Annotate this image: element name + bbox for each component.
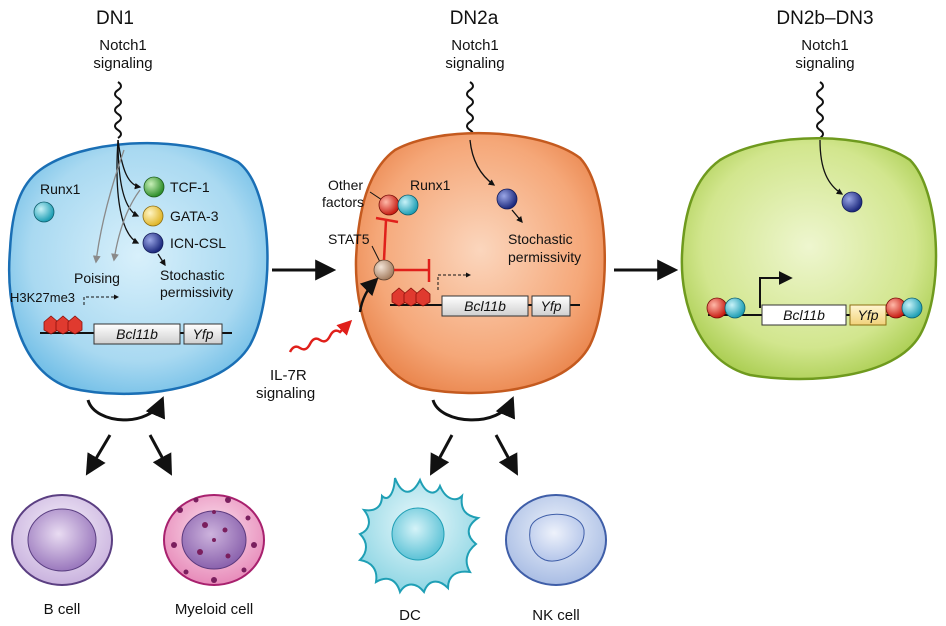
dn2a-yfp-label: Yfp [540,298,561,314]
notch-arrow-icn [116,139,140,244]
dn3-cell [680,137,938,381]
dn3-yfp-gene [849,304,887,326]
dn2a-to-dc-arrow [430,434,454,476]
dn1-to-bcell-arrow [85,434,112,476]
other-label: Other [328,177,363,193]
stage-title-dn1: DN1 [96,8,134,29]
icn-csl-dot-dn2a [496,188,518,210]
poising-arrow-2 [111,189,141,262]
notch-wave-dn2a [466,81,474,139]
dn3-bcl11b-label: Bcl11b [783,307,825,323]
dn2a-cell [354,131,606,395]
nk-cell-label: NK cell [532,607,580,624]
notch-label-dn3-line1: Notch1 [801,37,849,54]
factors-label: factors [322,194,364,210]
dn3-transcription-arrow [759,271,793,308]
tcf1-label: TCF-1 [170,179,210,195]
il7r-label-line2: signaling [256,385,315,402]
notch-arrow-dn3 [819,139,844,195]
il7r-to-stat5-arrow [358,277,379,313]
other-factors-dot [378,194,400,216]
gata3-label: GATA-3 [170,208,219,224]
stage-title-dn2b-dn3: DN2b–DN3 [776,8,873,29]
runx1-dot-dn1 [33,201,55,223]
inhibit-bar-other [375,216,399,224]
icn-csl-label: ICN-CSL [170,235,226,251]
notch-label-dn1-line2: signaling [93,55,152,72]
dn2a-bcl11b-gene [441,295,529,317]
dn2a-self-renewal-arrow [431,396,515,422]
dn1-dashed-arrow [83,294,119,305]
runx1-label-dn2a: Runx1 [410,177,451,193]
runx1-dot-dn2a [397,194,419,216]
dn3-yfp-label: Yfp [857,307,878,323]
stat5-dot [373,259,395,281]
dn3-other-factors-left [706,297,728,319]
other-factors-leader [369,191,383,201]
notch-label-dn2a-line2: signaling [445,55,504,72]
icn-to-stochastic-arrow [157,253,166,267]
notch-arrow-tcf1 [117,139,142,190]
b-cell-nucleus [27,508,97,572]
notch-label-dn2a-line1: Notch1 [451,37,499,54]
permissivity-label-dn2a: permissivity [508,249,581,265]
dn2a-yfp-gene [531,295,571,317]
poising-label: Poising [74,270,120,286]
stage-title-dn2a: DN2a [450,8,499,29]
icn-csl-dot-dn3 [841,191,863,213]
il7r-wave [288,319,353,353]
gata3-dot [142,205,164,227]
dn3-runx1-left [724,297,746,319]
dn2a-h3k27me3-marks [391,287,431,307]
dn3-runx1-right [901,297,923,319]
dn2a-to-stochastic-arrow [511,209,523,223]
permissivity-label-dn1: permissivity [160,284,233,300]
stat5-inhibits-other-factors [382,219,388,261]
notch-wave-dn1 [114,81,122,139]
dn3-bcl11b-gene [761,304,847,326]
stochastic-label-dn2a: Stochastic [508,231,573,247]
il7r-label-line1: IL-7R [270,367,307,384]
notch-wave-dn3 [816,81,824,139]
stochastic-label-dn1: Stochastic [160,267,225,283]
tcf1-dot [143,176,165,198]
nk-cell-nucleus [529,513,585,562]
poising-arrow-1 [92,149,125,264]
dn1-yfp-label: Yfp [192,326,213,342]
b-cell-label: B cell [44,601,81,618]
h3k27me3-label: H3K27me3 [10,290,75,305]
dn1-to-myeloid-arrow [148,434,172,476]
notch-label-dn3-line2: signaling [795,55,854,72]
dn2a-dashed-arrow [437,272,471,290]
dn2a-bcl11b-label: Bcl11b [464,298,506,314]
myeloid-cell-label: Myeloid cell [175,601,253,618]
notch-arrow-dn2a [469,139,496,186]
runx1-label-dn1: Runx1 [40,181,81,197]
dn1-bcl11b-gene [93,323,181,345]
icn-csl-dot [142,232,164,254]
dc-label: DC [399,607,421,624]
dn1-yfp-gene [183,323,223,345]
stat5-label: STAT5 [328,231,370,247]
stat5-leader [371,245,381,263]
notch-label-dn1-line1: Notch1 [99,37,147,54]
dn2a-to-nk-arrow [494,434,518,476]
myeloid-granules [171,497,257,583]
dn1-self-renewal-arrow [86,396,165,422]
dn1-h3k27me3-marks [43,315,83,335]
notch-arrow-gata3 [117,139,140,217]
dn1-bcl11b-label: Bcl11b [116,326,158,342]
dc-nucleus [391,507,445,561]
